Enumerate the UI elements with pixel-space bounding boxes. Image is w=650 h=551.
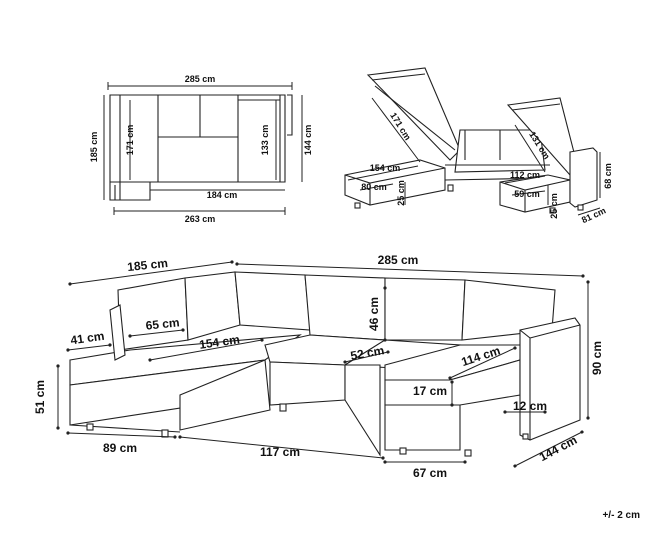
top-left-depth-label: 185 cm	[89, 132, 99, 163]
main-back-cushion-label: 65 cm	[145, 315, 180, 332]
main-total-height-label: 90 cm	[590, 341, 604, 375]
arm-height-label: 68 cm	[603, 163, 613, 189]
main-seat-depth-label: 52 cm	[349, 343, 385, 363]
main-arm-width-label: 41 cm	[70, 329, 106, 348]
top-base-width-label: 263 cm	[185, 214, 216, 224]
main-left-depth-label: 185 cm	[127, 256, 169, 274]
top-chaise-width-label: 184 cm	[207, 190, 238, 200]
main-left-base-label: 89 cm	[103, 441, 137, 455]
right-storage-height-label: 25 cm	[549, 193, 559, 219]
main-middle-base-label: 117 cm	[260, 445, 300, 459]
main-arm-thickness-label: 12 cm	[513, 399, 547, 413]
main-seat-height-label: 51 cm	[33, 380, 47, 414]
left-storage-length-label: 154 cm	[370, 163, 401, 173]
arm-depth-label: 81 cm	[580, 205, 607, 225]
main-chaise-length-label: 154 cm	[198, 332, 240, 352]
right-storage-width-label: 59 cm	[514, 189, 540, 199]
top-right-depth-label: 144 cm	[303, 125, 313, 156]
tolerance-note: +/- 2 cm	[602, 510, 640, 521]
top-middle-depth-label: 133 cm	[260, 125, 270, 156]
main-cushion-height-label: 17 cm	[413, 384, 447, 398]
main-right-base-label: 67 cm	[413, 466, 447, 480]
top-plan-view	[103, 82, 303, 215]
left-storage-height-label: 25 cm	[396, 180, 406, 206]
main-back-height-label: 46 cm	[367, 297, 381, 331]
storage-view	[344, 67, 601, 216]
left-storage-width-label: 80 cm	[361, 182, 387, 192]
top-inner-depth-label: 171 cm	[125, 125, 135, 156]
top-width-label: 285 cm	[185, 74, 216, 84]
main-total-width-label: 285 cm	[378, 253, 419, 267]
main-perspective-view	[56, 260, 590, 468]
right-storage-length-label: 112 cm	[510, 170, 540, 180]
main-right-depth-label: 144 cm	[537, 433, 580, 464]
